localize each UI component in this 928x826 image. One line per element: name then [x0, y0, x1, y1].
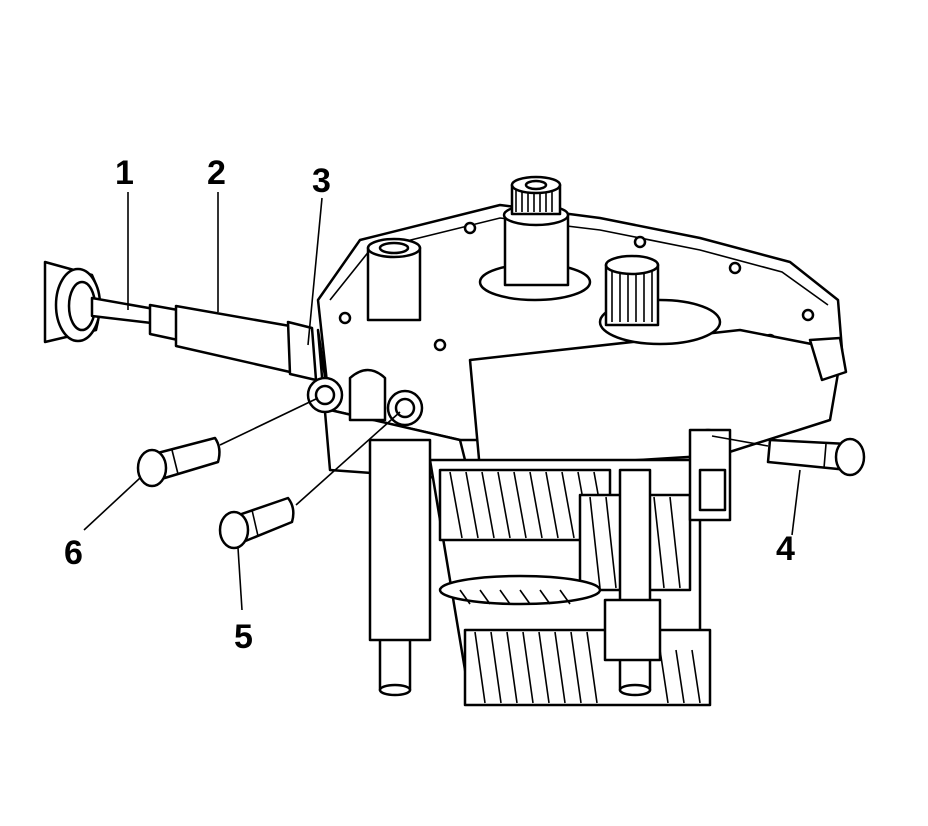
- callout-2: 2: [207, 154, 226, 192]
- helical-gear-lower: [463, 628, 712, 707]
- slide-hammer-tool: [43, 260, 318, 382]
- callout-3: 3: [312, 162, 331, 200]
- output-shaft: [598, 254, 722, 346]
- callout-1: 1: [115, 154, 134, 192]
- shift-rail-right: [603, 468, 662, 697]
- shift-rail-pedestal: [366, 237, 422, 322]
- leader-4: [791, 469, 801, 536]
- tool-remover-tip: [286, 320, 318, 382]
- plug-bore-6: [306, 376, 344, 414]
- plug-5: [218, 496, 295, 550]
- leader-5: [237, 547, 243, 611]
- shift-rail-left: [368, 438, 432, 697]
- plug-6-path: [219, 397, 319, 446]
- plug-6: [136, 436, 221, 488]
- plug-4: [766, 437, 866, 477]
- leader-lines: [83, 192, 801, 611]
- callout-4: 4: [776, 530, 795, 568]
- callout-5: 5: [234, 618, 253, 656]
- leader-6: [83, 477, 141, 531]
- tool-adapter-body: [174, 304, 297, 374]
- plug-bore-5: [348, 368, 424, 427]
- shift-fork-bracket: [688, 428, 732, 522]
- plug-5-path: [295, 411, 401, 506]
- transmission-case: [306, 175, 848, 482]
- gear-train: [368, 428, 732, 707]
- tool-adapter-nut: [148, 303, 180, 342]
- case-side-bracket: [808, 336, 848, 382]
- callout-6: 6: [64, 534, 83, 572]
- input-shaft: [478, 175, 592, 302]
- synchro-ring: [438, 574, 602, 606]
- leader-3: [307, 197, 323, 346]
- plug-4-path: [711, 435, 769, 447]
